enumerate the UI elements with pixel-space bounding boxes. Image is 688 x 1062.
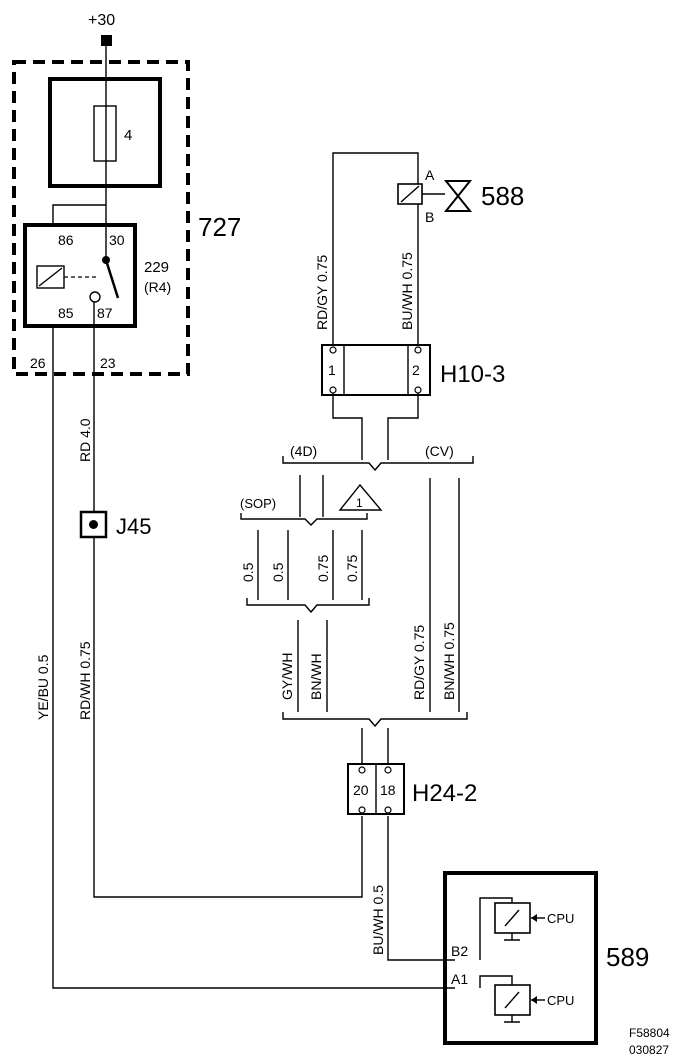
wire-size-2: 0.5 bbox=[270, 562, 286, 582]
wire-rd-wh bbox=[93, 532, 363, 898]
h10-pin-2: 2 bbox=[412, 362, 420, 378]
wire-label-ye-bu: YE/BU 0.5 bbox=[35, 654, 51, 720]
sop-bracket bbox=[240, 513, 368, 526]
ground-icon-2 bbox=[504, 1015, 520, 1023]
fuse-compartment bbox=[48, 77, 162, 188]
wire-label-rd-gy-right: RD/GY 0.75 bbox=[411, 625, 427, 700]
relay-id: 229 bbox=[144, 259, 169, 276]
relay-sub-id: (R4) bbox=[144, 279, 171, 295]
relay-pin-85: 85 bbox=[58, 305, 74, 321]
ground-icon-1 bbox=[504, 933, 520, 941]
merge-bracket bbox=[282, 712, 468, 728]
relay-contact-87 bbox=[89, 291, 101, 303]
wire-label-gy-wh: GY/WH bbox=[279, 653, 295, 700]
relay-pin-30: 30 bbox=[109, 232, 125, 248]
ecu-589 bbox=[443, 871, 598, 1045]
valve-pin-a: A bbox=[425, 167, 435, 183]
relay-pin-87: 87 bbox=[97, 305, 113, 321]
size-bracket bbox=[246, 598, 370, 614]
ecu-id: 589 bbox=[606, 942, 649, 972]
wire-label-rd: RD 4.0 bbox=[77, 418, 93, 462]
h24-id: H24-2 bbox=[412, 780, 477, 807]
valve-id: 588 bbox=[481, 181, 524, 211]
ecu-pin-a1: A1 bbox=[451, 971, 468, 987]
wire-size-4: 0.75 bbox=[344, 555, 360, 582]
wire-label-bu-wh-bottom: BU/WH 0.5 bbox=[370, 885, 386, 955]
figure-date: 030827 bbox=[629, 1043, 669, 1057]
variant-cv: (CV) bbox=[425, 443, 454, 459]
relay-pin-86: 86 bbox=[58, 232, 74, 248]
cpu-label-2: CPU bbox=[547, 993, 574, 1008]
cpu-label-1: CPU bbox=[547, 911, 574, 926]
variant-sop: (SOP) bbox=[240, 496, 276, 511]
note-triangle-icon bbox=[338, 483, 383, 511]
arrow-left-icon-1 bbox=[531, 914, 537, 922]
wire-size-3: 0.75 bbox=[315, 555, 331, 582]
h24-pin-18: 18 bbox=[380, 782, 396, 798]
note-number: 1 bbox=[356, 496, 363, 510]
h10-id: H10-3 bbox=[440, 361, 505, 388]
wire-label-bu-wh-top: BU/WH 0.75 bbox=[399, 252, 415, 330]
wire-rd-gy-top bbox=[332, 152, 419, 360]
box-pin-23: 23 bbox=[100, 355, 116, 371]
ecu-pin-b2: B2 bbox=[451, 943, 468, 959]
h10-pin-1: 1 bbox=[328, 362, 336, 378]
wire-label-rd-wh: RD/WH 0.75 bbox=[77, 641, 93, 720]
fuse-symbol bbox=[93, 105, 117, 162]
wire-bu-wh-bottom bbox=[387, 816, 455, 961]
wire-label-bn-wh-right: BN/WH 0.75 bbox=[441, 622, 457, 700]
relay-box-id: 727 bbox=[198, 212, 241, 242]
wire-size-1: 0.5 bbox=[240, 562, 256, 582]
relay-229 bbox=[23, 223, 137, 328]
relay-switch-contact bbox=[104, 259, 120, 299]
wire-label-rd-gy-top: RD/GY 0.75 bbox=[314, 255, 330, 330]
variant-4d: (4D) bbox=[290, 443, 317, 459]
valve-588-icon bbox=[443, 180, 473, 212]
supply-terminal bbox=[101, 35, 112, 46]
valve-pin-b: B bbox=[425, 209, 434, 225]
box-pin-26: 26 bbox=[30, 355, 46, 371]
fuse-number: 4 bbox=[124, 127, 132, 144]
variant-bracket bbox=[282, 456, 474, 472]
supply-label: +30 bbox=[88, 12, 115, 29]
figure-code: F58804 bbox=[629, 1026, 670, 1040]
relay-box-outline bbox=[12, 60, 190, 376]
wire-ye-bu bbox=[52, 326, 455, 989]
splice-id: J45 bbox=[116, 514, 151, 539]
connector-h10-3 bbox=[321, 344, 431, 396]
wire-label-bn-wh: BN/WH bbox=[308, 653, 324, 700]
arrow-left-icon-2 bbox=[531, 996, 537, 1004]
h24-pin-20: 20 bbox=[353, 782, 369, 798]
